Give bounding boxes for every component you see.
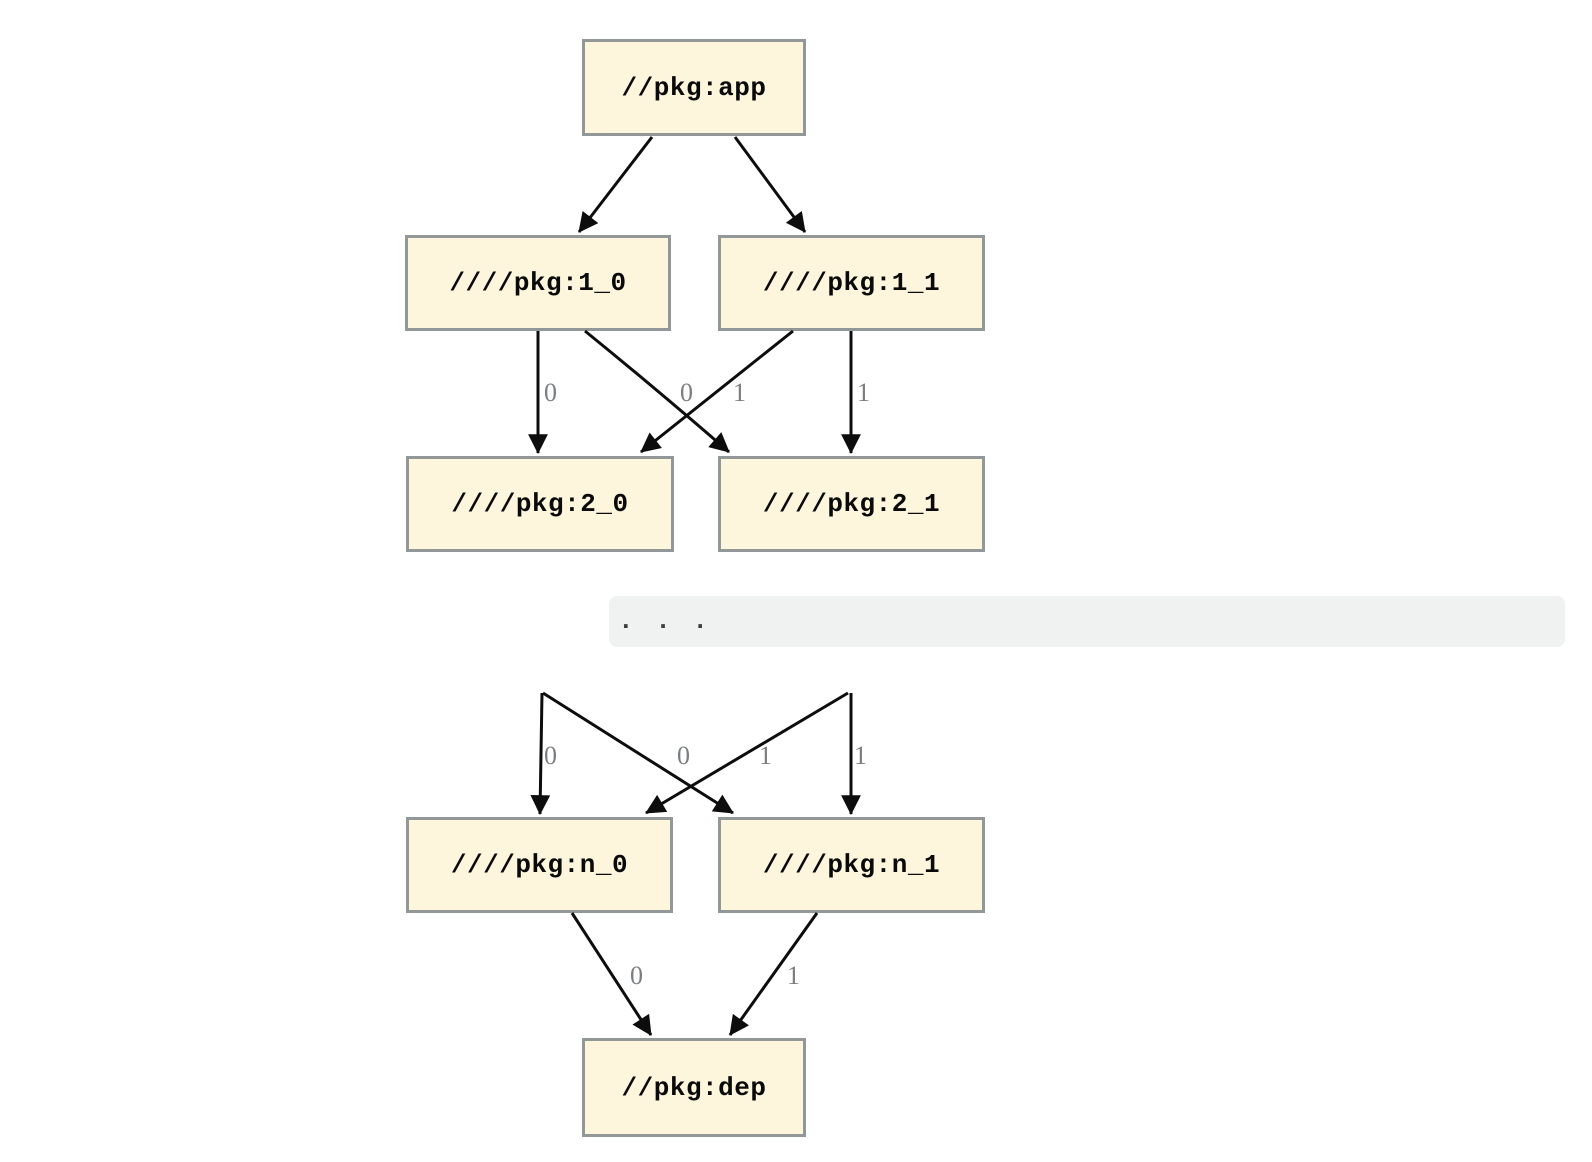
node-pkg-app: //pkg:app [582,39,806,136]
edge-label-ellipsis2-to-n-0: 1 [759,741,772,770]
node-label: ////pkg:n_0 [450,850,629,880]
node-pkg-2-0: ////pkg:2_0 [406,456,674,552]
node-label: ////pkg:2_1 [762,489,941,519]
node-pkg-n-0: ////pkg:n_0 [406,817,673,913]
edge-ellipsis-to-n-1 [542,691,734,815]
ellipsis-text: . . . [618,606,712,636]
edge-label-ellipsis-to-n-0: 0 [544,741,557,770]
node-pkg-2-1: ////pkg:2_1 [718,456,985,552]
edge-label-ellipsis-to-n-1: 0 [677,741,690,770]
edge-label-1-1-to-2-0: 1 [733,378,746,407]
edge-app-to-1-0 [577,136,654,233]
edge-ellipsis-to-n-0 [530,692,551,815]
edge-label-1-0-to-2-1: 0 [680,378,693,407]
code-ellipsis-block: . . . [609,596,1565,647]
edge-n-0-to-dep [570,912,653,1036]
node-label: ////pkg:n_1 [762,850,941,880]
edge-label-ellipsis2-to-n-1: 1 [854,741,867,770]
edge-label-n-1-to-dep: 1 [787,961,800,990]
node-label: //pkg:dep [621,1072,767,1103]
edge-label-1-0-to-2-0: 0 [544,378,557,407]
edge-n-1-to-dep [728,912,819,1036]
edge-1-1-to-2-0 [640,329,794,454]
node-pkg-1-0: ////pkg:1_0 [405,235,671,331]
edge-1-0-to-2-1 [584,329,730,454]
node-label: //pkg:app [621,72,767,103]
edge-label-1-1-to-2-1: 1 [857,378,870,407]
node-pkg-dep: //pkg:dep [582,1038,806,1137]
node-pkg-1-1: ////pkg:1_1 [718,235,985,331]
edge-ellipsis2-to-n-0 [645,691,849,815]
node-label: ////pkg:1_0 [449,268,627,298]
node-pkg-n-1: ////pkg:n_1 [718,817,985,913]
edge-app-to-1-1 [733,136,807,233]
edge-label-n-0-to-dep: 0 [630,961,643,990]
node-label: ////pkg:2_0 [451,489,629,519]
node-label: ////pkg:1_1 [762,268,941,298]
